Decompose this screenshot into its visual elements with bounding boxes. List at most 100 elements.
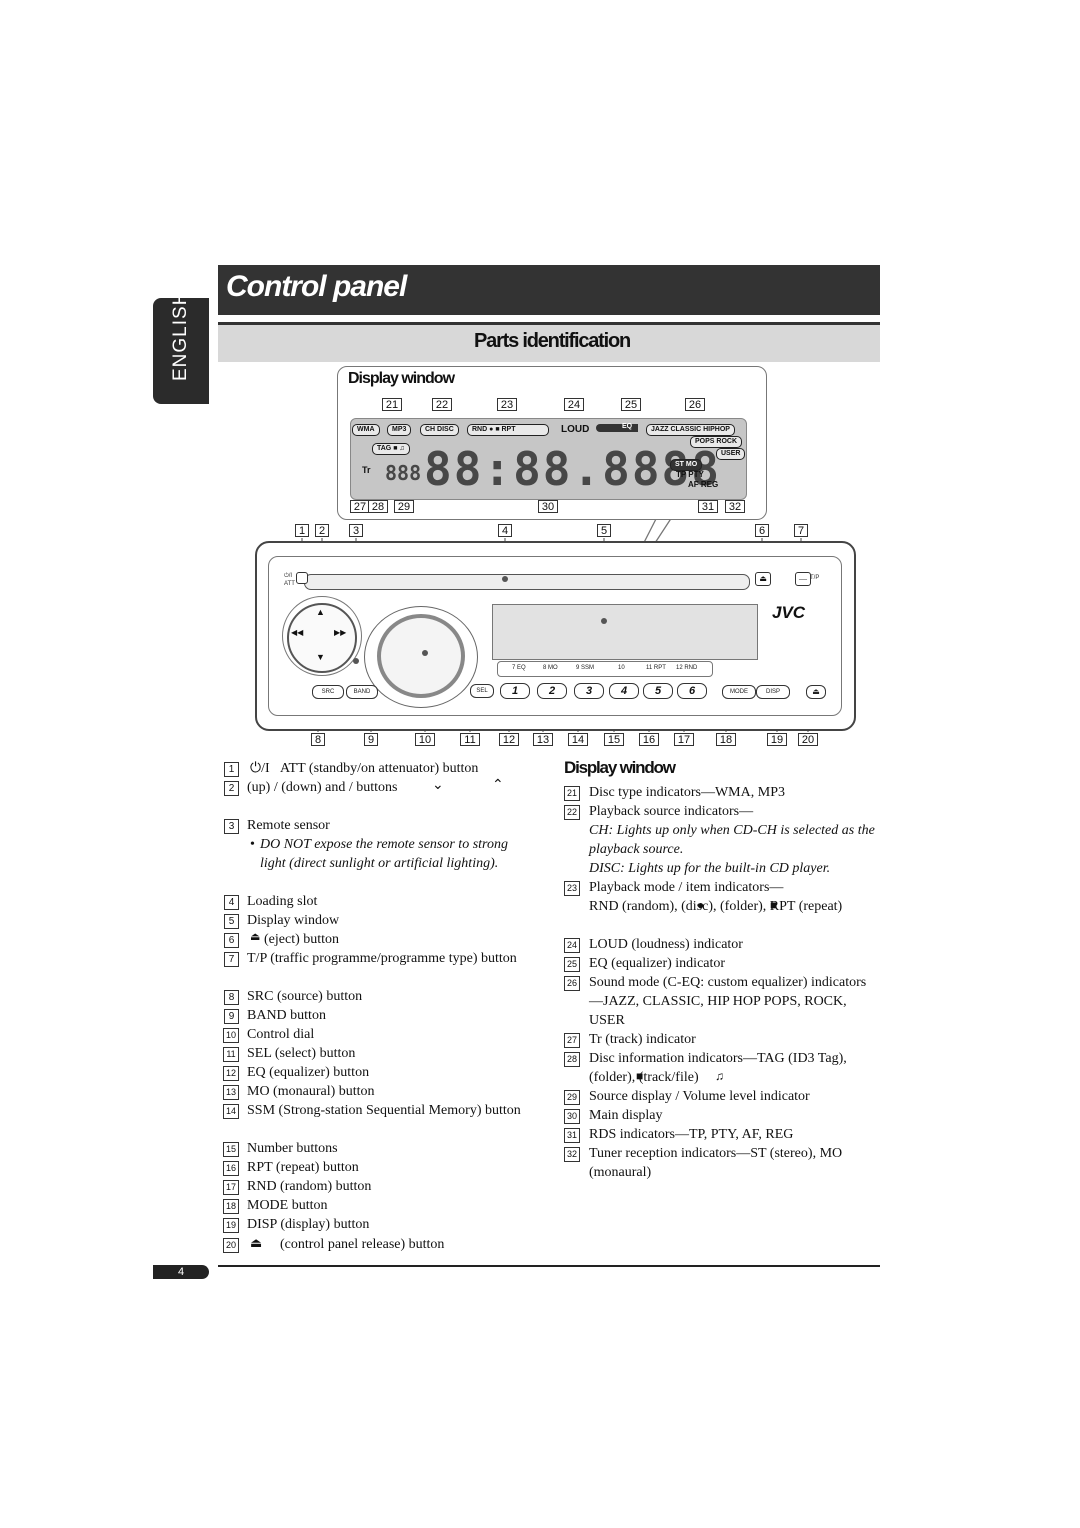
up-arrow-icon[interactable]: ▲ bbox=[316, 607, 325, 617]
item-number: 27 bbox=[564, 1033, 580, 1048]
af-reg-indicator: AF REG bbox=[688, 480, 719, 489]
release-icon: ⏏ bbox=[812, 687, 820, 696]
src-button[interactable]: SRC bbox=[312, 685, 344, 699]
callout-number: 24 bbox=[564, 398, 584, 411]
callout-number: 21 bbox=[382, 398, 402, 411]
disc-icon: ● bbox=[489, 426, 494, 433]
number-button-2[interactable]: 2 bbox=[537, 683, 567, 699]
tag-indicator: TAG ■ ♫ bbox=[372, 443, 410, 455]
item-number: 26 bbox=[564, 976, 580, 991]
list-item: BAND button bbox=[247, 1008, 326, 1023]
wma-indicator: WMA bbox=[352, 424, 380, 436]
preset-label-strip bbox=[497, 661, 713, 677]
display-window bbox=[492, 604, 758, 660]
item-number: 24 bbox=[564, 938, 580, 953]
folder-icon: ■ bbox=[770, 898, 778, 912]
callout-number: 32 bbox=[725, 500, 745, 513]
list-item: Remote sensor bbox=[247, 818, 330, 833]
callout-number: 6 bbox=[755, 524, 769, 537]
mp3-indicator: MP3 bbox=[387, 424, 412, 436]
item-number: 9 bbox=[224, 1009, 239, 1024]
callout-number: 14 bbox=[568, 733, 588, 746]
number-button-4[interactable]: 4 bbox=[609, 683, 639, 699]
remote-sensor bbox=[353, 658, 359, 664]
mode-button[interactable]: MODE bbox=[722, 685, 756, 699]
item-number: 32 bbox=[564, 1147, 580, 1162]
control-dial[interactable] bbox=[377, 614, 465, 698]
eject-button[interactable]: ⏏ bbox=[755, 572, 771, 586]
folder-icon: ■ bbox=[495, 426, 500, 433]
item-number: 10 bbox=[223, 1028, 239, 1043]
sel-button[interactable]: SEL bbox=[470, 684, 494, 698]
rnd-label: RND bbox=[472, 426, 488, 433]
callout-number: 9 bbox=[364, 733, 378, 746]
chevron-up-icon: ⌃ bbox=[492, 778, 504, 793]
folder-icon: ■ bbox=[393, 445, 398, 452]
number-button-6[interactable]: 6 bbox=[677, 683, 707, 699]
item-number: 23 bbox=[564, 881, 580, 896]
down-arrow-icon[interactable]: ▼ bbox=[316, 652, 325, 662]
chevron-down-icon: ⌄ bbox=[432, 778, 444, 793]
item-number: 19 bbox=[223, 1218, 239, 1233]
list-item: MO (monaural) button bbox=[247, 1084, 375, 1099]
prev-arrow-icon[interactable]: ◀◀ bbox=[291, 628, 304, 637]
item-number: 3 bbox=[224, 819, 239, 834]
list-item: Number buttons bbox=[247, 1141, 338, 1156]
number-button-3[interactable]: 3 bbox=[574, 683, 604, 699]
callout-number: 11 bbox=[460, 733, 480, 746]
att-label: ATT bbox=[284, 581, 295, 587]
power-att-button[interactable] bbox=[296, 572, 308, 584]
callout-number: 12 bbox=[499, 733, 519, 746]
callout-number: 23 bbox=[497, 398, 517, 411]
callout-number: 30 bbox=[538, 500, 558, 513]
callout-number: 17 bbox=[674, 733, 694, 746]
music-note-icon: ♫ bbox=[399, 445, 405, 452]
item-number: 6 bbox=[224, 933, 239, 948]
release-button[interactable]: ⏏ bbox=[806, 685, 826, 699]
eject-icon: ⏏ bbox=[250, 931, 261, 943]
list-item: SRC (source) button bbox=[247, 989, 363, 1004]
callout-number: 10 bbox=[415, 733, 435, 746]
loading-slot bbox=[304, 574, 750, 590]
number-button-5[interactable]: 5 bbox=[643, 683, 673, 699]
language-tab bbox=[153, 298, 209, 404]
display-window-heading: Display window bbox=[564, 758, 676, 777]
item-number: 25 bbox=[564, 957, 580, 972]
item-number: 8 bbox=[224, 990, 239, 1005]
disc-icon: ● bbox=[697, 898, 705, 912]
band-button[interactable]: BAND bbox=[346, 685, 378, 699]
callout-number: 29 bbox=[394, 500, 414, 513]
list-note: DISC: Lights up for the built-in CD play… bbox=[589, 861, 831, 876]
list-item: EQ (equalizer) indicator bbox=[589, 956, 726, 971]
list-item: RND (random) button bbox=[247, 1179, 372, 1194]
disp-button[interactable]: DISP bbox=[756, 685, 790, 699]
music-note-icon: ♫ bbox=[715, 1069, 724, 1083]
callout-number: 5 bbox=[597, 524, 611, 537]
list-item: SEL (select) button bbox=[247, 1046, 356, 1061]
list-item: RDS indicators—TP, PTY, AF, REG bbox=[589, 1127, 794, 1142]
list-item: Playback source indicators— bbox=[589, 804, 754, 819]
item-number: 18 bbox=[223, 1199, 239, 1214]
callout-number: 19 bbox=[767, 733, 787, 746]
power-icon: ⏻/I bbox=[284, 573, 293, 579]
callout-number: 22 bbox=[432, 398, 452, 411]
item-number: 20 bbox=[223, 1238, 239, 1253]
direction-pad[interactable] bbox=[287, 603, 357, 673]
main-display: 88:88.8888 bbox=[424, 442, 721, 496]
list-item: ATT (standby/on attenuator) button bbox=[280, 761, 479, 776]
list-note: DO NOT expose the remote sensor to stron… bbox=[260, 837, 508, 872]
next-arrow-icon[interactable]: ▶▶ bbox=[334, 628, 347, 637]
list-item: Control dial bbox=[247, 1027, 315, 1042]
folder-icon: ■ bbox=[636, 1069, 644, 1083]
number-button-1[interactable]: 1 bbox=[500, 683, 530, 699]
item-number: 17 bbox=[223, 1180, 239, 1195]
callout-number: 7 bbox=[794, 524, 808, 537]
list-item: T/P (traffic programme/programme type) b… bbox=[247, 951, 517, 966]
item-number: 7 bbox=[224, 952, 239, 967]
list-item: DISP (display) button bbox=[247, 1217, 370, 1232]
list-item: (up) / (down) and / buttons bbox=[247, 780, 398, 795]
tp-pty-indicator: TP PTY bbox=[676, 470, 704, 479]
dial-dot bbox=[422, 650, 428, 656]
tp-button[interactable]: — bbox=[795, 572, 811, 586]
callout-number: 2 bbox=[315, 524, 329, 537]
